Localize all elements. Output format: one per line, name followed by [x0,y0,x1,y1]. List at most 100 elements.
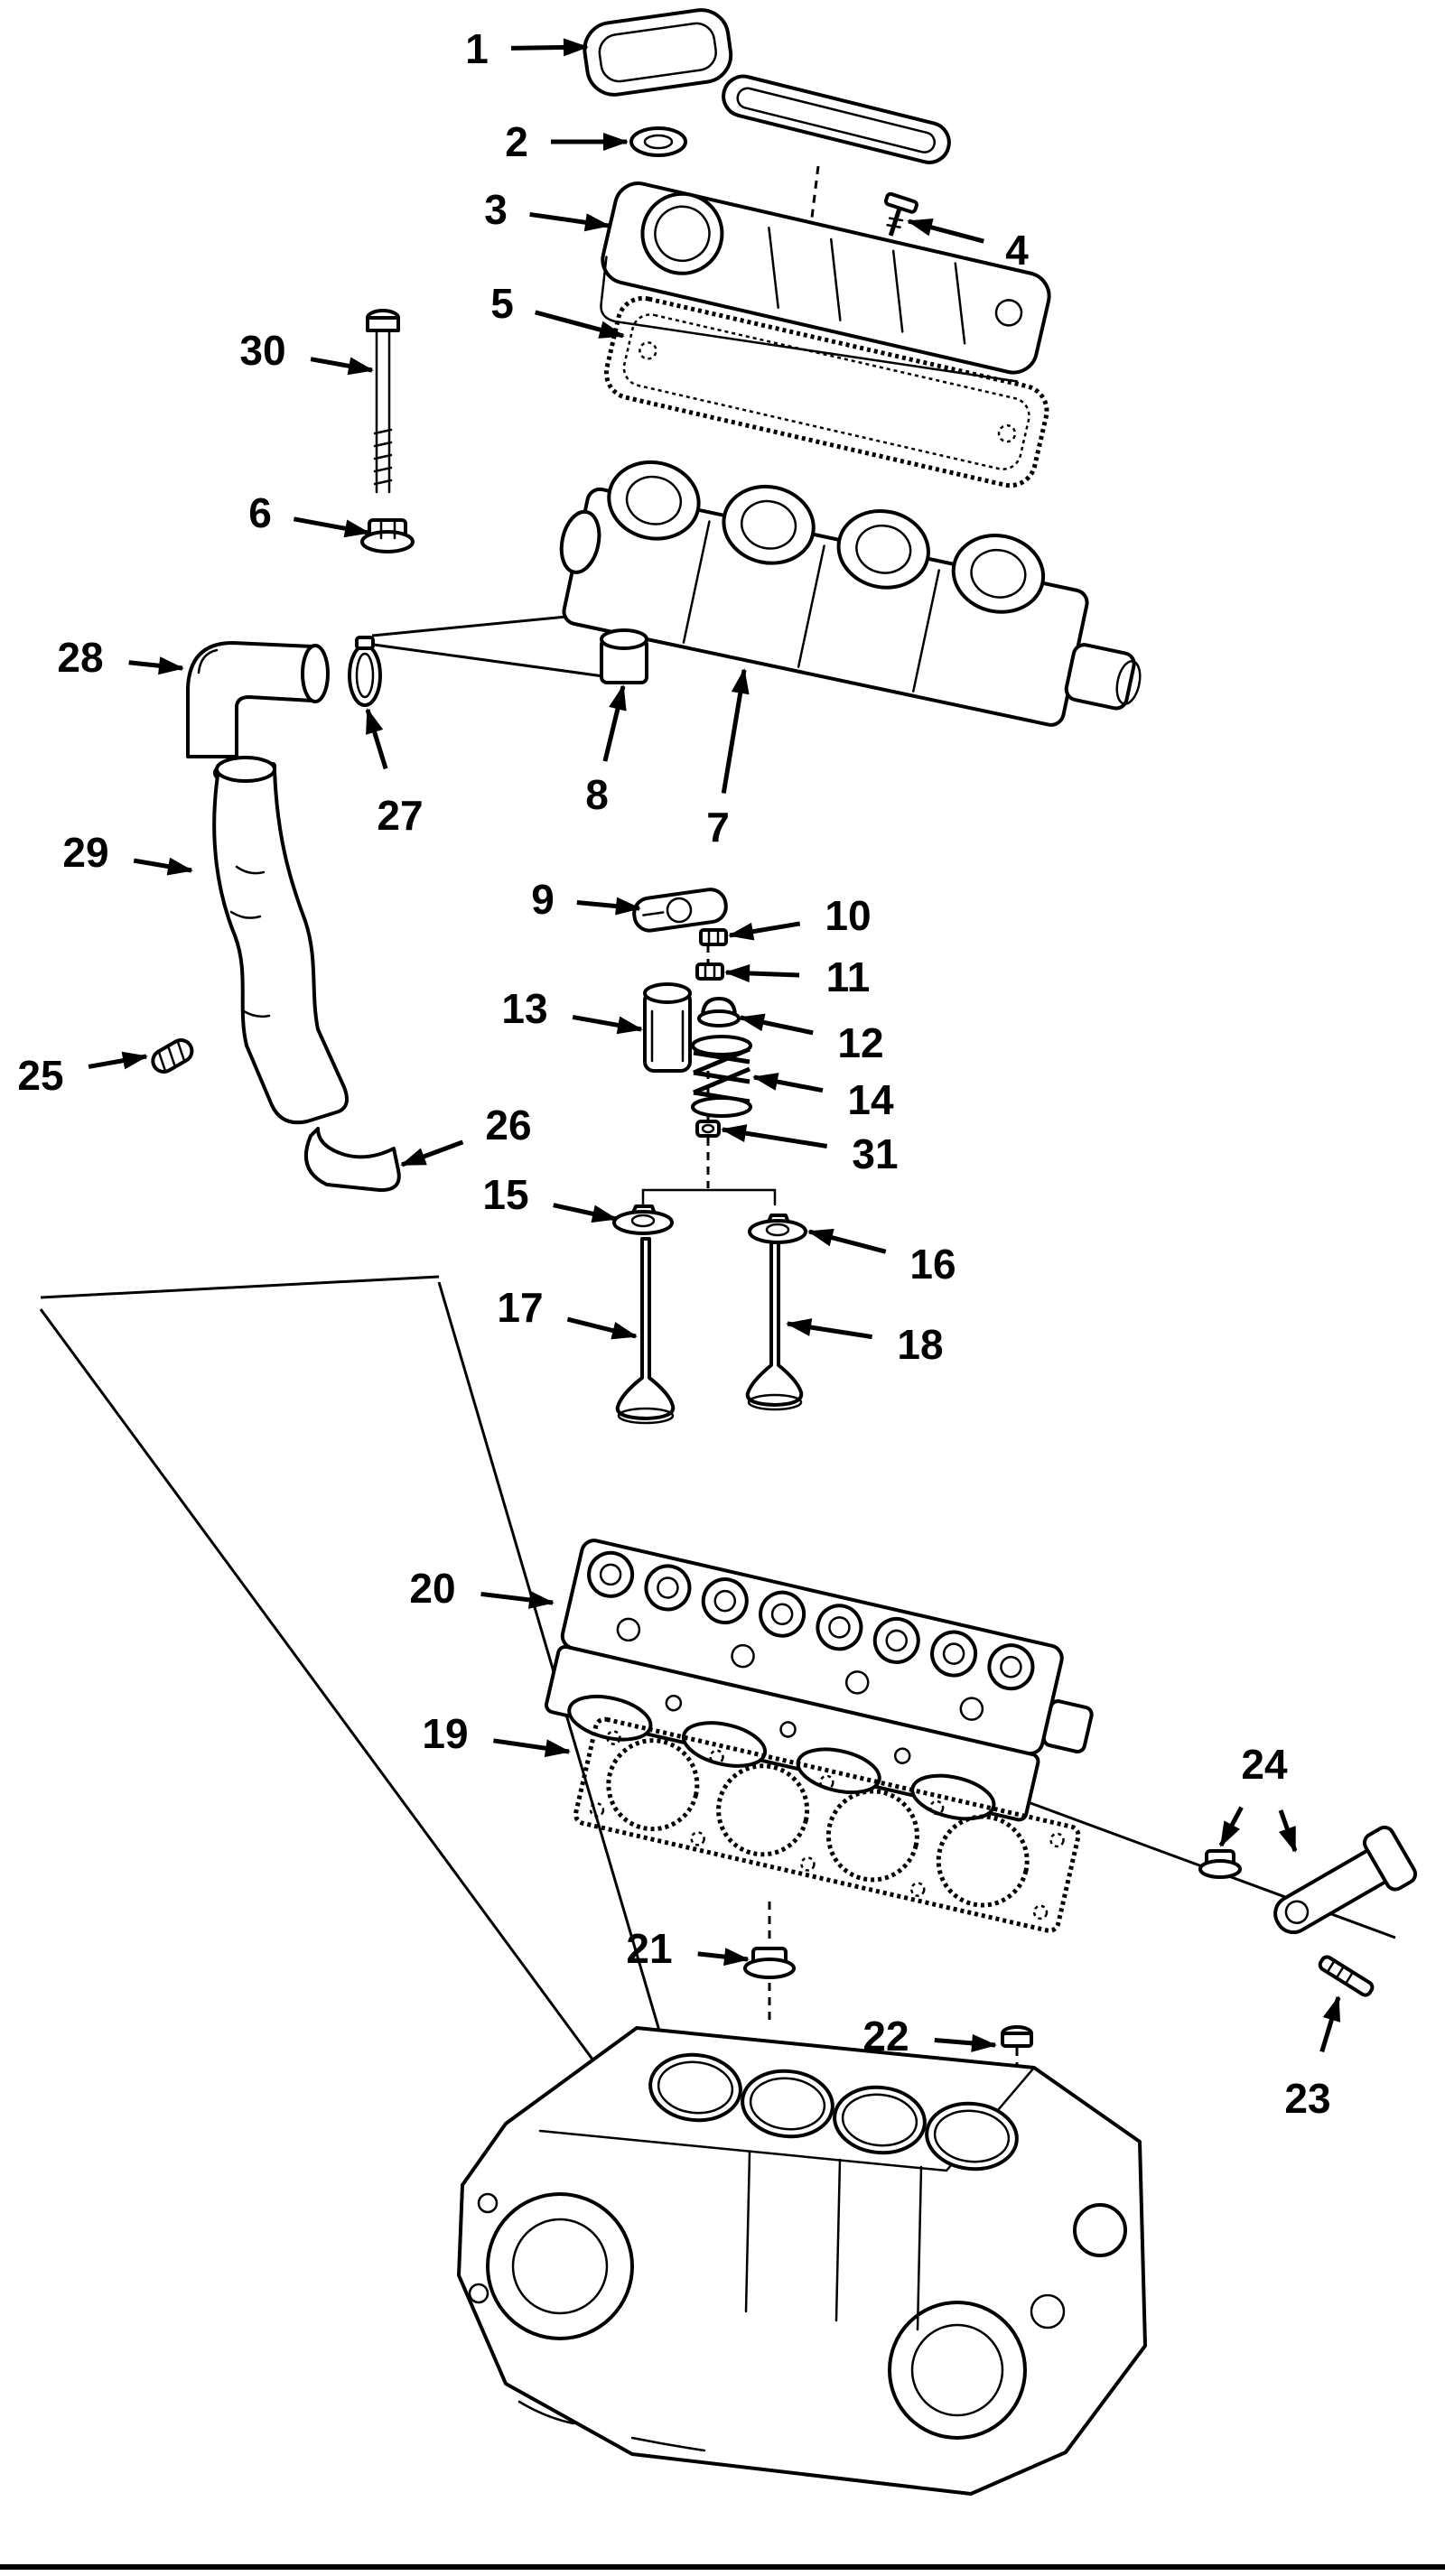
block-deck-edge [538,2066,1036,2172]
block-bottom-flange [517,2400,706,2452]
callout-number: 9 [531,876,555,923]
head-face-hole [665,1694,683,1712]
strip-outline [722,74,951,164]
mount-bracket-boss [1362,1825,1418,1892]
callout-arrow [807,1228,887,1254]
callout-arrow [1218,1806,1244,1847]
gasket-stud-hole [690,1831,705,1846]
gasket-stud-hole [928,1799,945,1816]
seal-inner [643,134,674,150]
callout-arrow [566,1316,638,1340]
strip-inner-line [736,87,936,153]
core-plug [888,2301,1027,2440]
head-stud-hole [959,1697,984,1721]
rocker-pivot-hole [666,897,693,924]
hose-opening [215,756,276,783]
gasket-bore [936,1814,1030,1908]
cover-bolt [883,191,918,237]
callout-5: 5 [490,280,625,339]
callout-number: 13 [501,985,547,1032]
clamp-screw [355,636,375,650]
camshaft-housing [559,460,1142,727]
gasket-stud-hole [1032,1904,1049,1920]
adjuster-screw [697,997,741,1028]
callout-number: 2 [505,118,528,165]
cylinder-bore [741,2069,834,2139]
callout-number: 15 [482,1171,528,1218]
hose-wrinkles [229,865,271,1018]
gasket-stud-hole [1049,1832,1065,1848]
callout-number: 10 [825,892,871,939]
callout-arrow [400,1139,464,1167]
cam-bearing [951,533,1046,614]
rocker-body [632,888,728,933]
housing-end-boss [1064,643,1136,711]
bolt-shaft [888,207,902,237]
lock-nut [695,963,724,981]
core-plug-inner [910,2323,1004,2417]
callout-9: 9 [531,876,641,923]
callout-number: 14 [847,1076,894,1123]
long-bolt-shaft [375,329,391,494]
block-rib [834,2158,842,2322]
callout-arrow [752,1073,824,1093]
callout-28: 28 [57,634,184,681]
callout-number: 25 [17,1052,63,1099]
callout-arrow [572,1015,643,1035]
tappet [643,982,692,1073]
callout-17: 17 [497,1284,638,1340]
callout-number: 30 [239,327,285,374]
freeze-plug [1030,2293,1066,2330]
seal-outline [629,126,687,157]
cam-bearing [836,508,930,590]
callout-number: 19 [422,1710,468,1757]
long-bolt-threads [373,428,393,486]
exhaust-valve [745,1241,804,1411]
head-bore-inner [1000,1655,1022,1679]
head-bore-inner [657,1576,679,1599]
callout-27: 27 [365,708,424,839]
callout-arrow [293,516,370,538]
water-pump-bore [511,2218,609,2315]
head-bore-inner [770,1603,794,1625]
nut-flange [360,530,415,553]
head-spring-bore [816,1604,863,1651]
callout-arrow [128,656,184,675]
callout-number: 27 [377,792,423,839]
valve-cover [600,181,1051,383]
elbow-opening [301,644,330,703]
callout-number: 20 [409,1565,455,1612]
retainer-clip [151,1038,194,1074]
mount-nut-and-bracket [1198,1825,1418,1935]
seat-hole [701,1123,715,1134]
callout-number: 3 [484,186,508,233]
callout-arrow [786,1318,873,1340]
clamp-ring-inner [355,652,375,699]
stud-thread [1335,1965,1346,1979]
block-rib [744,2151,751,2313]
head-nut [743,1902,796,2021]
callout-11: 11 [724,953,870,1000]
callout-24: 24 [1218,1741,1298,1853]
bottom-rule [0,2564,1445,2570]
head-face-hole [779,1721,797,1738]
callout-arrow [721,1124,828,1149]
block-bolt-hole [477,2192,499,2214]
gasket-bore [606,1738,700,1832]
stud-bolt [1318,1955,1375,1997]
callout-number: 17 [497,1284,543,1331]
elbow-body [186,641,314,758]
callout-6: 6 [248,489,370,538]
callout-arrow [493,1738,571,1758]
valve18-body [745,1241,804,1407]
head-face-hole [893,1747,911,1764]
water-pump-boss [486,2192,634,2340]
callout-number: 7 [706,804,730,851]
callout-19: 19 [422,1710,571,1758]
plug-top [600,628,648,650]
head-gasket [573,1716,1081,1933]
callout-arrow [310,357,374,376]
head-nut-flange [743,1958,796,1979]
callout-arrow [697,1948,750,1967]
